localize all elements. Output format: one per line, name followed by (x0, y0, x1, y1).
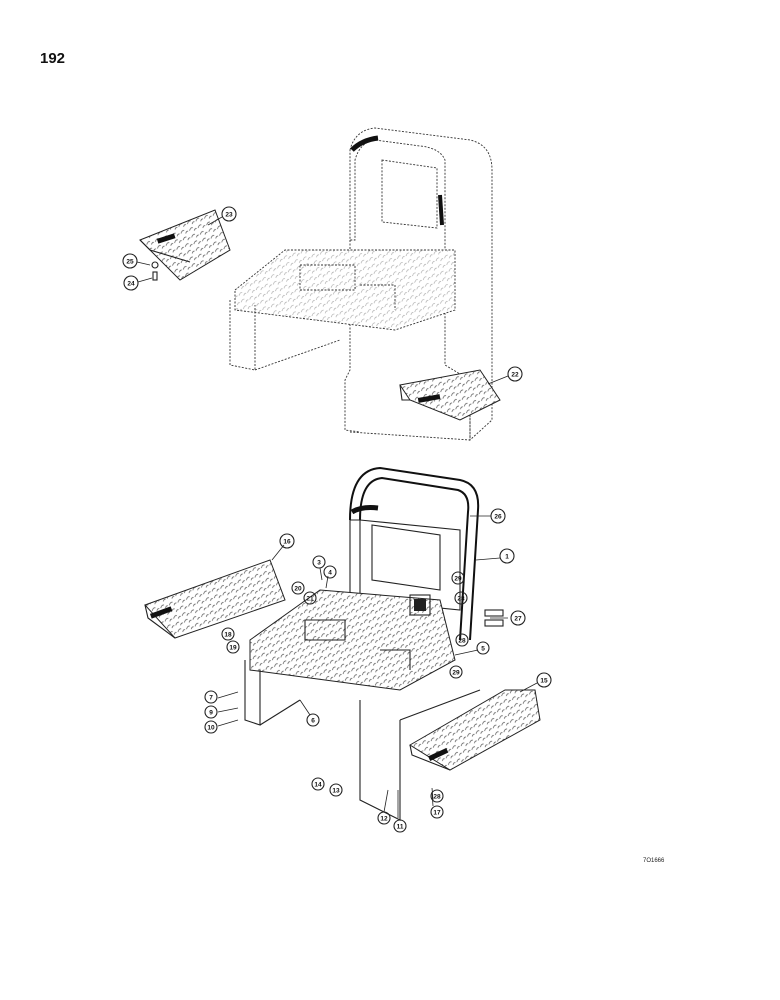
upper-view (139, 127, 501, 442)
svg-text:29: 29 (454, 576, 462, 583)
callout-16: 16 (279, 533, 295, 549)
svg-text:26: 26 (494, 514, 502, 521)
svg-text:22: 22 (511, 372, 519, 379)
svg-text:9: 9 (209, 710, 213, 717)
callout-15: 15 (536, 672, 552, 688)
svg-text:28: 28 (457, 596, 465, 603)
callout-6: 6 (306, 713, 320, 727)
callout-7-lower: 7 (204, 690, 218, 704)
svg-text:23: 23 (225, 212, 233, 219)
callout-11: 11 (393, 819, 407, 833)
callout-29-lower: 29 (449, 665, 463, 679)
svg-text:14: 14 (314, 782, 322, 789)
callout-27: 27 (510, 610, 526, 626)
callout-13: 13 (329, 783, 343, 797)
callout-12: 12 (377, 811, 391, 825)
callout-1-upper: 1 (499, 548, 515, 564)
callout-26: 26 (490, 508, 506, 524)
callout-20: 20 (291, 581, 305, 595)
callout-21: 21 (303, 591, 317, 605)
svg-text:24: 24 (127, 281, 135, 288)
svg-text:17: 17 (433, 810, 441, 817)
svg-text:15: 15 (540, 678, 548, 685)
page-number: 192 (40, 50, 66, 67)
svg-text:13: 13 (332, 788, 340, 795)
callout-28-upper: 28 (454, 591, 468, 605)
leader-lines (136, 216, 538, 818)
svg-text:19: 19 (229, 645, 237, 652)
svg-text:29: 29 (452, 670, 460, 677)
callout-24: 24 (123, 275, 139, 291)
svg-text:27: 27 (514, 616, 522, 623)
svg-text:11: 11 (397, 824, 404, 831)
svg-text:25: 25 (126, 259, 134, 266)
callout-3: 3 (312, 555, 326, 569)
svg-text:6: 6 (311, 718, 315, 725)
svg-text:16: 16 (283, 539, 291, 546)
svg-text:12: 12 (380, 816, 388, 823)
svg-text:28: 28 (458, 638, 466, 645)
callout-28-lower: 28 (430, 789, 444, 803)
callout-18: 18 (221, 627, 235, 641)
callout-25: 25 (122, 253, 138, 269)
callout-23: 23 (221, 206, 237, 222)
callouts: 23 25 24 22 26 1 16 3 4 20 21 29 28 27 2… (122, 206, 552, 833)
callout-4: 4 (323, 565, 337, 579)
svg-text:4: 4 (328, 570, 332, 577)
svg-text:3: 3 (317, 560, 321, 567)
callout-22: 22 (507, 366, 523, 382)
callout-29-upper: 29 (451, 571, 465, 585)
callout-10: 10 (204, 720, 218, 734)
lower-view (144, 466, 541, 821)
svg-text:21: 21 (306, 596, 314, 603)
svg-text:28: 28 (433, 794, 441, 801)
callout-9: 9 (204, 705, 218, 719)
svg-text:5: 5 (481, 646, 485, 653)
callout-5: 5 (476, 641, 490, 655)
svg-text:18: 18 (224, 632, 232, 639)
callout-14: 14 (311, 777, 325, 791)
svg-text:1: 1 (505, 554, 509, 561)
svg-text:20: 20 (294, 586, 302, 593)
svg-text:10: 10 (207, 725, 215, 732)
callout-17: 17 (430, 805, 444, 819)
svg-text:7: 7 (209, 695, 213, 702)
callout-19: 19 (226, 640, 240, 654)
drawing-code: 7O1666 (643, 858, 665, 864)
callout-28-middle: 28 (455, 633, 469, 647)
